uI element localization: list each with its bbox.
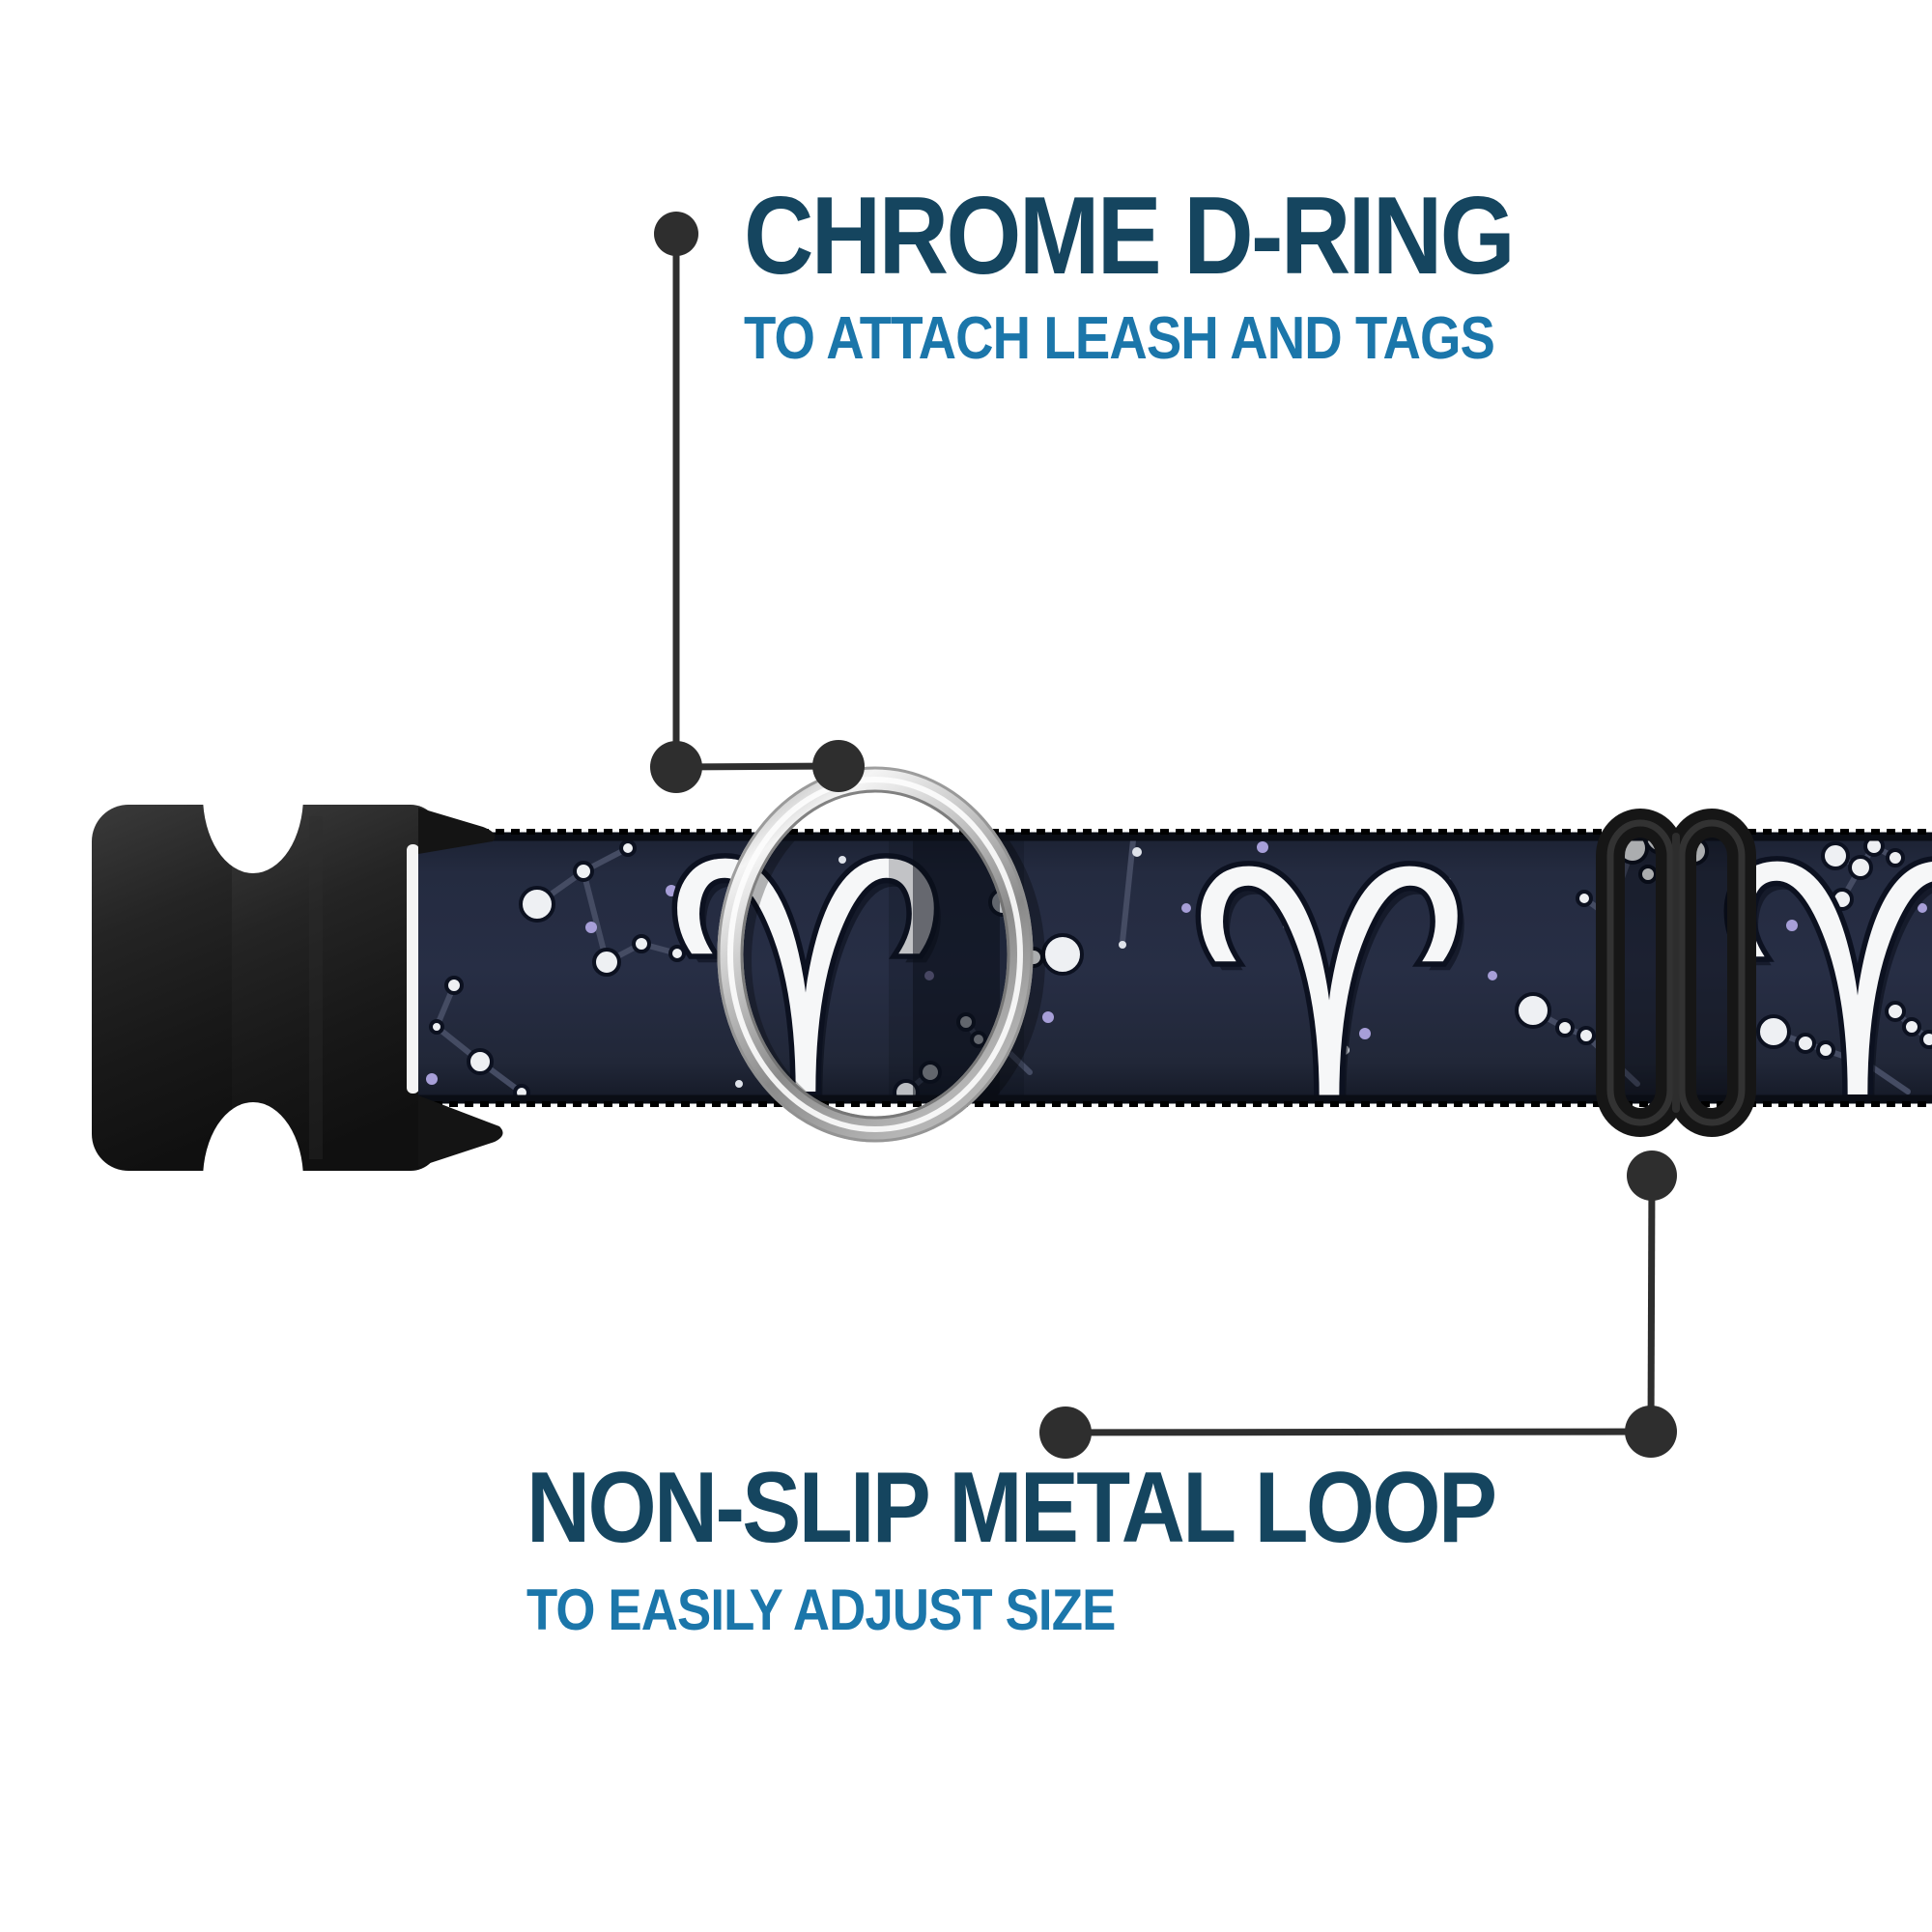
- buckle-slot: [407, 844, 419, 1094]
- callout-dring-subtitle: TO ATTACH LEASH AND TAGS: [744, 305, 1495, 372]
- callout-dring-line: [650, 212, 865, 793]
- callout-loop-subtitle: TO EASILY ADJUST SIZE: [526, 1577, 1116, 1642]
- adjustment-slider: [1596, 809, 1756, 1137]
- aries-symbol-shadow: ♈: [1193, 812, 1479, 1183]
- slider-slot-shade: [1625, 838, 1656, 1103]
- slider-center-bar: [1672, 833, 1680, 1113]
- aries-symbol-shadow: ♈: [1721, 808, 1932, 1179]
- side-release-buckle: [92, 719, 440, 1257]
- aries-symbol-shadow: ♈: [669, 805, 955, 1176]
- aries-symbol: ♈: [1186, 804, 1472, 1175]
- buckle-bottom-notch: [203, 1102, 303, 1257]
- callout-loop-label: NON-SLIP METAL LOOP TO EASILY ADJUST SIZ…: [526, 1458, 1627, 1639]
- slider-slot-shade: [1696, 838, 1727, 1103]
- buckle-arms: [418, 808, 503, 1167]
- aries-symbol: ♈: [663, 796, 949, 1167]
- buckle-top-notch: [203, 719, 303, 873]
- callout-dring-label: CHROME D-RING TO ATTACH LEASH AND TAGS: [744, 182, 1618, 369]
- chrome-d-ring: [717, 766, 1034, 1143]
- callout-loop-title: NON-SLIP METAL LOOP: [526, 1452, 1497, 1564]
- callout-loop-line: [1039, 1151, 1677, 1459]
- callout-dring-title: CHROME D-RING: [744, 175, 1516, 298]
- speckle-stars: [735, 847, 1451, 1088]
